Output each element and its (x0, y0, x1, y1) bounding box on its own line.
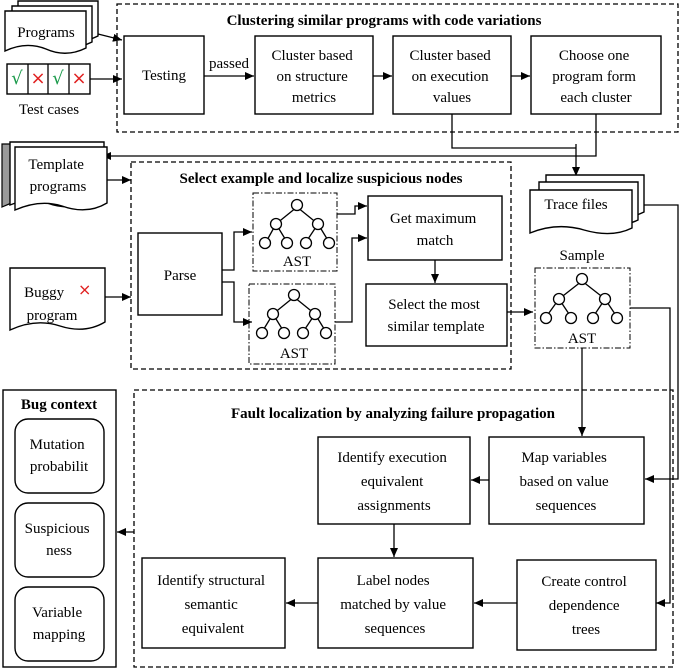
select-similar-label: Select the most similar template (387, 297, 484, 335)
select-similar-box (365, 283, 508, 347)
cluster-execution-label: Cluster based on execution values (410, 48, 495, 106)
get-max-match-label: Get maximum match (390, 211, 480, 249)
programs-label: Programs (17, 25, 75, 41)
sample-ast-label: AST (568, 331, 596, 347)
suspiciousness-box (14, 502, 105, 578)
sample-ast-tree-icon (539, 272, 624, 325)
check-icon: √ (52, 68, 64, 89)
buggy-ast-tree-icon (255, 288, 333, 340)
variable-mapping-label: Variable mapping (32, 605, 86, 643)
get-max-match-box (367, 195, 503, 261)
select-example-title: Select example and localize suspicious n… (180, 171, 463, 187)
testing-label: Testing (142, 68, 186, 84)
check-icon: √ (11, 68, 23, 89)
identify-structural-label: Identify structural semantic equivalent (157, 573, 269, 637)
parse-box (137, 232, 223, 316)
select-example-section (130, 161, 512, 370)
buggy-cross-icon: × (78, 280, 91, 299)
label-nodes-label: Label nodes matched by value sequences (340, 573, 450, 637)
identify-execution-label: Identify execution equivalent assignment… (337, 450, 450, 514)
mutation-probability-box (14, 418, 105, 494)
cluster-structure-box (254, 35, 374, 115)
suspiciousness-label: Suspicious ness (25, 521, 94, 559)
identify-structural-box (141, 557, 286, 649)
test-cases-strip: √ × √ × (6, 63, 91, 95)
template-ast-box (252, 192, 338, 272)
choose-one-label: Choose one program form each cluster (552, 48, 639, 106)
parse-label: Parse (164, 268, 197, 284)
create-control-box (516, 559, 657, 651)
test-cases-label: Test cases (19, 102, 79, 118)
fault-localization-title: Fault localization by analyzing failure … (231, 406, 556, 422)
map-variables-label: Map variables based on value sequences (520, 450, 613, 514)
passed-label: passed (209, 56, 249, 72)
choose-one-box (530, 35, 662, 115)
buggy-program-label: Buggy program (24, 285, 78, 324)
clustering-title: Clustering similar programs with code va… (227, 13, 542, 29)
trace-files-doc-icon (529, 174, 645, 235)
trace-files-label: Trace files (544, 197, 607, 213)
clustering-section (116, 3, 679, 133)
cross-icon: × (30, 68, 45, 89)
buggy-ast-box (248, 283, 336, 365)
mutation-probability-label: Mutation probabilit (30, 437, 89, 475)
create-control-label: Create control dependence trees (541, 574, 630, 638)
template-programs-label: Template programs (28, 157, 87, 195)
programs-doc-icon (4, 0, 99, 54)
variable-mapping-box (14, 586, 105, 662)
label-nodes-box (317, 557, 474, 649)
template-ast-label: AST (283, 254, 311, 270)
cluster-structure-label: Cluster based on structure metrics (272, 48, 357, 106)
testing-box (123, 35, 205, 115)
cross-icon: × (71, 68, 86, 89)
template-programs-doc-icon (1, 141, 108, 212)
sample-label: Sample (560, 248, 605, 264)
template-ast-tree-icon (258, 198, 336, 250)
buggy-ast-label: AST (280, 346, 308, 362)
buggy-program-doc (9, 267, 106, 332)
cluster-execution-box (392, 35, 512, 115)
bug-context-title: Bug context (21, 397, 97, 413)
